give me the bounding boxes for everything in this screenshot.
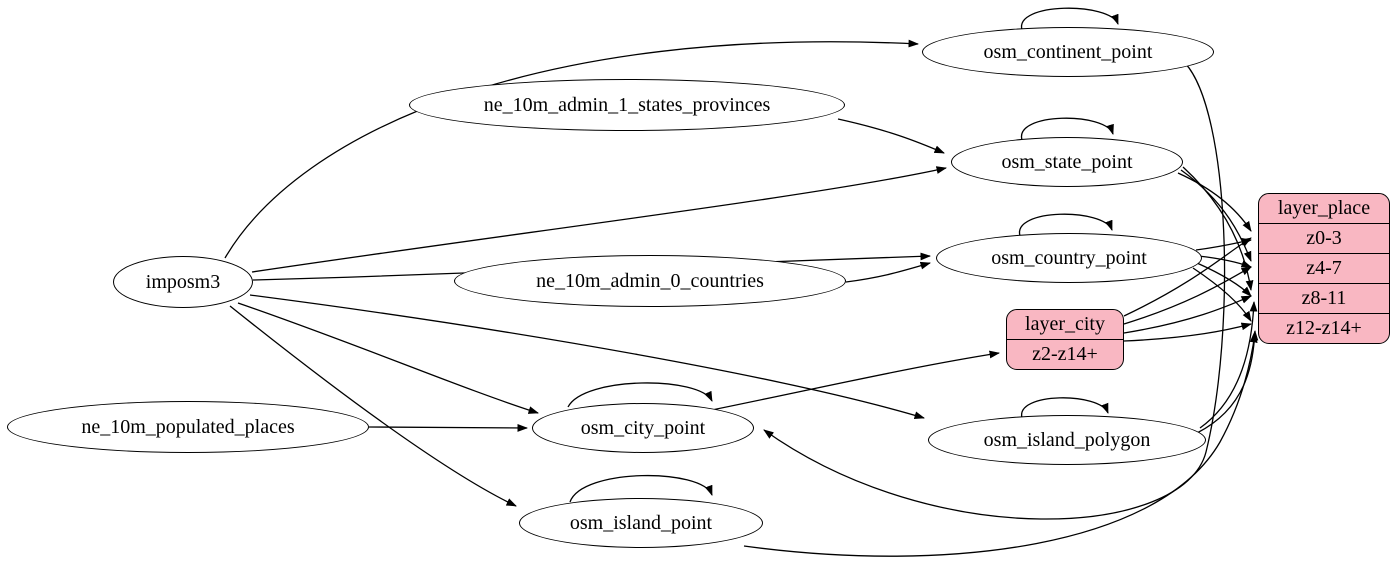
node-layer_city: layer_city z2-z14+ [1006, 309, 1124, 370]
edge-layer_city-to-layer_place_z8_11 [1123, 295, 1252, 334]
edge-imposm3-to-osm_island_polygon [249, 294, 925, 420]
node-label: ne_10m_admin_1_states_provinces [483, 93, 771, 116]
edge-ne_10m_populated_places-to-osm_city_point [368, 424, 528, 432]
edge-osm_city_point-to-layer_city [701, 350, 1000, 413]
node-osm_city_point: osm_city_point [532, 403, 754, 453]
node-label: osm_country_point [991, 246, 1147, 269]
edge-ne_10m_admin_0_countries-to-osm_country_point [845, 261, 931, 283]
node-ne_10m_populated_places: ne_10m_populated_places [7, 401, 369, 453]
node-label: imposm3 [145, 270, 221, 293]
edge-osm_state_point-to-layer_place_z8_11 [1182, 166, 1254, 291]
record-row-layer_city: z2-z14+ [1032, 343, 1098, 365]
edge-imposm3-to-osm_state_point [251, 166, 947, 273]
node-label: osm_state_point [1001, 150, 1133, 173]
node-label: osm_continent_point [983, 40, 1153, 63]
node-ne_10m_admin_0_countries: ne_10m_admin_0_countries [454, 255, 846, 307]
node-label: osm_island_point [569, 511, 713, 534]
self-loop-osm_country_point [1019, 213, 1113, 237]
node-label: osm_city_point [580, 416, 706, 439]
edge-ne_10m_admin_1_states_provinces-to-osm_state_point [837, 118, 945, 154]
record-header: layer_city [1007, 310, 1123, 340]
node-osm_state_point: osm_state_point [951, 137, 1183, 187]
record-row-layer_place: z0-3 [1259, 224, 1389, 254]
node-osm_island_point: osm_island_point [519, 498, 763, 548]
edge-layer_city-to-layer_place_z4_7 [1123, 266, 1252, 325]
edge-osm_state_point-to-layer_place_z4_7 [1180, 169, 1252, 262]
node-label: ne_10m_populated_places [81, 415, 295, 438]
edge-osm_continent_point-to-osm_city_point [763, 62, 1226, 520]
edge-imposm3-to-osm_island_point [229, 305, 517, 507]
self-loop-osm_city_point [567, 382, 713, 408]
self-loop-osm_island_polygon [1021, 397, 1109, 419]
edge-imposm3-to-osm_city_point [237, 302, 539, 414]
edge-osm_state_point-to-layer_place_z0_3 [1177, 172, 1252, 232]
record-header: layer_place [1259, 194, 1389, 224]
record-row-layer_place: z12-z14+ [1286, 317, 1362, 339]
node-imposm3: imposm3 [113, 256, 253, 308]
edge-osm_island_point-to-layer_place_z12_z14 [743, 332, 1258, 557]
edge-osm_country_point-to-layer_place_z0_3 [1195, 237, 1252, 251]
node-label: osm_island_polygon [983, 428, 1151, 451]
self-loop-osm_island_point [569, 474, 713, 503]
edge-layer_city-to-layer_place_z12_z14 [1123, 322, 1252, 342]
record-row-layer_place: z4-7 [1259, 254, 1389, 284]
edge-osm_country_point-to-layer_place_z4_7 [1197, 255, 1252, 268]
node-ne_10m_admin_1_states_provinces: ne_10m_admin_1_states_provinces [409, 79, 845, 131]
edge-osm_country_point-to-layer_place_z8_11 [1196, 262, 1252, 297]
record-row-layer_place: z8-11 [1259, 284, 1389, 314]
self-loop-osm_state_point [1021, 117, 1114, 141]
node-osm_country_point: osm_country_point [936, 233, 1202, 283]
node-label: ne_10m_admin_0_countries [536, 269, 764, 292]
node-osm_island_polygon: osm_island_polygon [928, 415, 1206, 465]
edge-osm_country_point-to-layer_place_z12_z14 [1192, 267, 1252, 322]
node-osm_continent_point: osm_continent_point [922, 27, 1214, 77]
self-loop-osm_continent_point [1021, 7, 1119, 31]
